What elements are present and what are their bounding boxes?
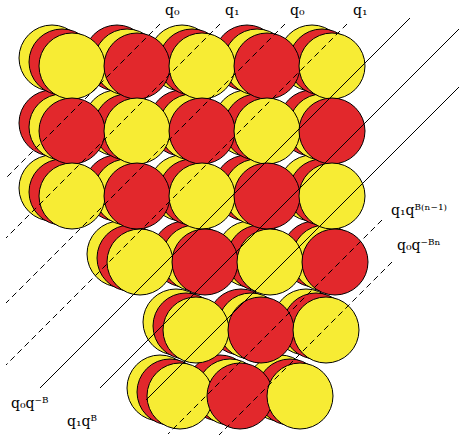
sphere	[147, 363, 213, 429]
dashed-line	[6, 24, 285, 303]
sphere	[237, 229, 303, 295]
dashed-line	[6, 24, 220, 238]
sphere	[169, 163, 235, 229]
label-text: q₁qᴮ⁽ⁿ⁻¹⁾	[390, 202, 448, 218]
dashed-line	[168, 220, 382, 434]
sphere	[267, 363, 333, 429]
sphere	[234, 163, 300, 229]
sphere	[39, 98, 105, 164]
label-text: q₀q⁻ᴮⁿ	[396, 237, 441, 253]
lattice-label: q₀q⁻ᴮⁿ	[396, 238, 441, 253]
sphere	[104, 98, 170, 164]
dashed-line	[6, 24, 347, 365]
lattice-label: q₁qᴮ⁽ⁿ⁻¹⁾	[390, 203, 448, 218]
label-text: q₀q⁻ᴮ	[10, 395, 49, 411]
lattice-label: q₁	[352, 3, 369, 18]
dashed-line	[219, 262, 392, 435]
solid-line	[100, 29, 459, 388]
sphere	[299, 33, 365, 99]
sphere	[172, 229, 238, 295]
sphere	[104, 163, 170, 229]
label-text: q₀	[289, 2, 306, 18]
lattice-label: q₀	[289, 3, 306, 18]
lattice-label: q₀	[164, 3, 181, 18]
lattice-label: q₁qᴮ	[66, 414, 98, 429]
sphere	[207, 363, 273, 429]
lattice-label: q₀q⁻ᴮ	[10, 396, 49, 411]
label-text: q₀	[164, 2, 181, 18]
sphere	[163, 297, 229, 363]
spheres	[19, 25, 368, 429]
sphere	[104, 33, 170, 99]
sphere	[169, 98, 235, 164]
sphere	[39, 163, 105, 229]
sphere	[234, 98, 300, 164]
label-text: q₁	[352, 2, 369, 18]
dashed-line	[6, 24, 160, 178]
sphere	[107, 229, 173, 295]
solid-line	[40, 18, 410, 388]
sphere	[299, 98, 365, 164]
sphere	[299, 163, 365, 229]
sphere	[234, 33, 300, 99]
lattice-label: q₁	[224, 3, 241, 18]
solid-line	[146, 87, 459, 400]
sphere	[302, 229, 368, 295]
diagonal-lines	[6, 18, 459, 435]
label-text: q₁qᴮ	[66, 413, 98, 429]
label-text: q₁	[224, 2, 241, 18]
sphere	[169, 33, 235, 99]
sphere	[228, 297, 294, 363]
sphere	[293, 297, 359, 363]
